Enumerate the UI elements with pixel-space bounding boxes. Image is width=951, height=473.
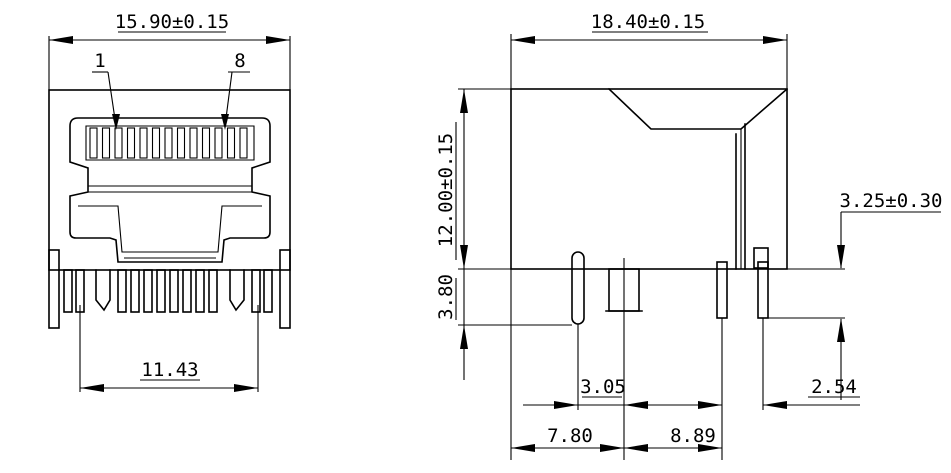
contact-finger — [139, 127, 148, 159]
front-housing — [48, 89, 291, 271]
side-view: 18.40±0.15 12.00±0.15 — [435, 11, 942, 460]
contact-finger — [126, 127, 136, 159]
side-height-label: 12.00±0.15 — [435, 133, 457, 247]
lead-pin — [169, 269, 179, 313]
contact-finger — [101, 127, 111, 159]
contact-finger — [89, 127, 98, 159]
pin-length-label: 3.80 — [435, 274, 457, 320]
front-offset-label: 7.80 — [547, 425, 593, 447]
front-width-label: 15.90±0.15 — [115, 11, 229, 33]
pin-a — [716, 261, 728, 319]
lead-pin — [195, 269, 205, 313]
contact-finger — [176, 127, 186, 159]
peg-protrusion-dimension: 3.25±0.30 — [768, 190, 942, 400]
lead-pin — [130, 269, 140, 313]
contact-finger — [151, 127, 161, 159]
lead-pin — [63, 269, 73, 313]
lead-pin — [182, 269, 192, 313]
led-window — [753, 247, 769, 269]
lead-pin — [263, 269, 273, 313]
pin1-label: 1 — [94, 50, 105, 72]
contact-finger — [226, 127, 236, 159]
lead-pin — [208, 269, 218, 313]
lead-pin — [156, 269, 166, 313]
pin8-label: 8 — [234, 50, 245, 72]
pin-b — [757, 261, 769, 319]
lead-pin — [143, 269, 153, 313]
pin-length-dimension: 3.80 — [435, 269, 572, 380]
contact-finger — [189, 127, 198, 159]
pin-span-label: 11.43 — [141, 359, 198, 381]
offset-dimensions: 3.05 2.54 — [523, 376, 860, 409]
side-length-label: 18.40±0.15 — [591, 11, 705, 33]
front-leads — [63, 269, 273, 313]
port-cavity — [69, 117, 271, 263]
peg-offset-label: 3.05 — [580, 376, 626, 398]
contact-finger — [214, 127, 223, 159]
contact-fingers — [89, 127, 248, 159]
peg-protrusion-label: 3.25±0.30 — [840, 190, 943, 212]
front-pin-span-dimension: 11.43 — [79, 305, 259, 392]
side-height-dimension: 12.00±0.15 — [435, 88, 511, 270]
contact-finger — [201, 127, 211, 159]
pin-labels: 1 8 — [92, 50, 250, 130]
peg-span-label: 8.89 — [670, 425, 716, 447]
front-view: 15.90±0.15 1 8 — [48, 11, 291, 392]
contact-finger — [114, 127, 123, 159]
contact-finger — [239, 127, 248, 159]
pitch-label: 2.54 — [811, 376, 857, 398]
lead-pin — [251, 269, 261, 313]
side-length-dimension: 18.40±0.15 — [510, 11, 788, 90]
board-lock-peg — [571, 251, 585, 325]
lead-pin — [117, 269, 127, 313]
bottom-dimensions: 7.80 8.89 — [511, 425, 722, 452]
side-housing — [510, 88, 788, 270]
contact-finger — [164, 127, 173, 159]
front-width-dimension: 15.90±0.15 — [48, 11, 291, 90]
